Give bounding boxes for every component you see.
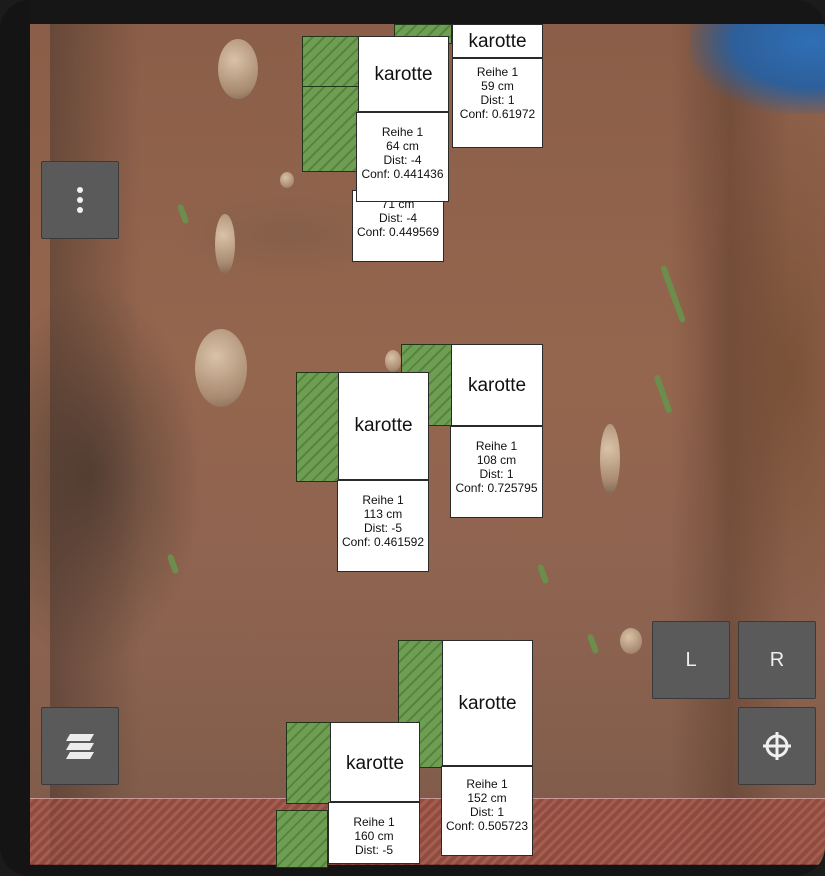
plant-box bbox=[302, 86, 360, 172]
detection-class: karotte bbox=[354, 415, 413, 436]
plant-box bbox=[286, 722, 332, 804]
rock bbox=[385, 350, 401, 372]
detection-distance: 64 cm bbox=[386, 139, 419, 153]
detection-distance: 59 cm bbox=[481, 79, 514, 93]
detection-dist: Dist: 1 bbox=[479, 467, 514, 481]
left-button[interactable]: L bbox=[652, 621, 730, 699]
left-button-label: L bbox=[685, 648, 697, 671]
detection-conf: Conf: 0.449569 bbox=[356, 225, 440, 239]
rock bbox=[218, 39, 258, 99]
plant-box bbox=[398, 640, 444, 768]
detection-dist: Dist: -4 bbox=[378, 211, 417, 225]
detection-info: Reihe 1 64 cm Dist: -4 Conf: 0.441436 bbox=[356, 112, 449, 202]
detection-label[interactable]: karotte bbox=[358, 36, 449, 112]
layers-button[interactable] bbox=[41, 707, 119, 785]
detection-row: Reihe 1 bbox=[381, 125, 424, 139]
detection-row: Reihe 1 bbox=[353, 815, 395, 829]
detection-info: Reihe 1 113 cm Dist: -5 Conf: 0.461592 bbox=[337, 480, 429, 572]
detection-dist: Dist: -5 bbox=[354, 843, 393, 857]
detection-conf: Conf: 0.441436 bbox=[361, 167, 444, 181]
detection-info: Reihe 1 108 cm Dist: 1 Conf: 0.725795 bbox=[450, 426, 543, 518]
detection-info: 71 cm Dist: -4 Conf: 0.449569 bbox=[352, 190, 444, 262]
detection-class: karotte bbox=[345, 753, 405, 774]
right-button[interactable]: R bbox=[738, 621, 816, 699]
blue-object bbox=[690, 24, 825, 114]
danger-zone bbox=[30, 798, 825, 865]
right-button-label: R bbox=[769, 648, 785, 671]
detection-row: Reihe 1 bbox=[466, 777, 508, 791]
detection-conf: Conf: 0.61972 bbox=[459, 107, 536, 121]
weed bbox=[536, 563, 550, 585]
detection-dist: Dist: 1 bbox=[480, 93, 515, 107]
detection-conf: Conf: 0.725795 bbox=[455, 481, 538, 495]
locate-button[interactable] bbox=[738, 707, 816, 785]
detection-info: Reihe 1 160 cm Dist: -5 bbox=[328, 802, 420, 864]
detection-label[interactable]: karotte bbox=[451, 344, 543, 426]
detection-label[interactable]: karotte bbox=[452, 24, 543, 58]
rock bbox=[620, 628, 642, 654]
detection-distance: 152 cm bbox=[467, 791, 507, 805]
detection-distance: 108 cm bbox=[476, 453, 517, 467]
crosshair-icon bbox=[763, 732, 791, 760]
weed bbox=[176, 203, 190, 225]
detection-dist: Dist: 1 bbox=[469, 805, 504, 819]
detection-row: Reihe 1 bbox=[475, 439, 518, 453]
detection-distance: 160 cm bbox=[354, 829, 394, 843]
plant-box bbox=[296, 372, 340, 482]
detection-class: karotte bbox=[458, 693, 517, 714]
detection-conf: Conf: 0.461592 bbox=[341, 535, 425, 549]
detection-distance: 113 cm bbox=[363, 507, 403, 521]
detection-conf: Conf: 0.505723 bbox=[445, 819, 529, 833]
layers-icon bbox=[66, 734, 94, 759]
weed bbox=[586, 633, 600, 655]
more-vert-icon bbox=[77, 187, 83, 213]
detection-dist: Dist: -5 bbox=[363, 521, 402, 535]
weed bbox=[166, 553, 180, 575]
detection-info: Reihe 1 59 cm Dist: 1 Conf: 0.61972 bbox=[452, 58, 543, 148]
detection-class: karotte bbox=[467, 375, 527, 396]
rock bbox=[280, 172, 294, 188]
rock bbox=[195, 329, 247, 407]
detection-dist: Dist: -4 bbox=[383, 153, 422, 167]
detection-class: karotte bbox=[468, 31, 527, 52]
rock bbox=[215, 214, 235, 274]
menu-button[interactable] bbox=[41, 161, 119, 239]
detection-label[interactable]: karotte bbox=[330, 722, 420, 802]
detection-row: Reihe 1 bbox=[362, 493, 404, 507]
detection-class: karotte bbox=[374, 64, 433, 85]
detection-row: Reihe 1 bbox=[476, 65, 519, 79]
plant-box bbox=[276, 810, 328, 868]
rock bbox=[600, 424, 620, 494]
detection-label[interactable]: karotte bbox=[338, 372, 429, 480]
detection-info: Reihe 1 152 cm Dist: 1 Conf: 0.505723 bbox=[441, 766, 533, 856]
status-bar bbox=[30, 0, 825, 24]
detection-label[interactable]: karotte bbox=[442, 640, 533, 766]
